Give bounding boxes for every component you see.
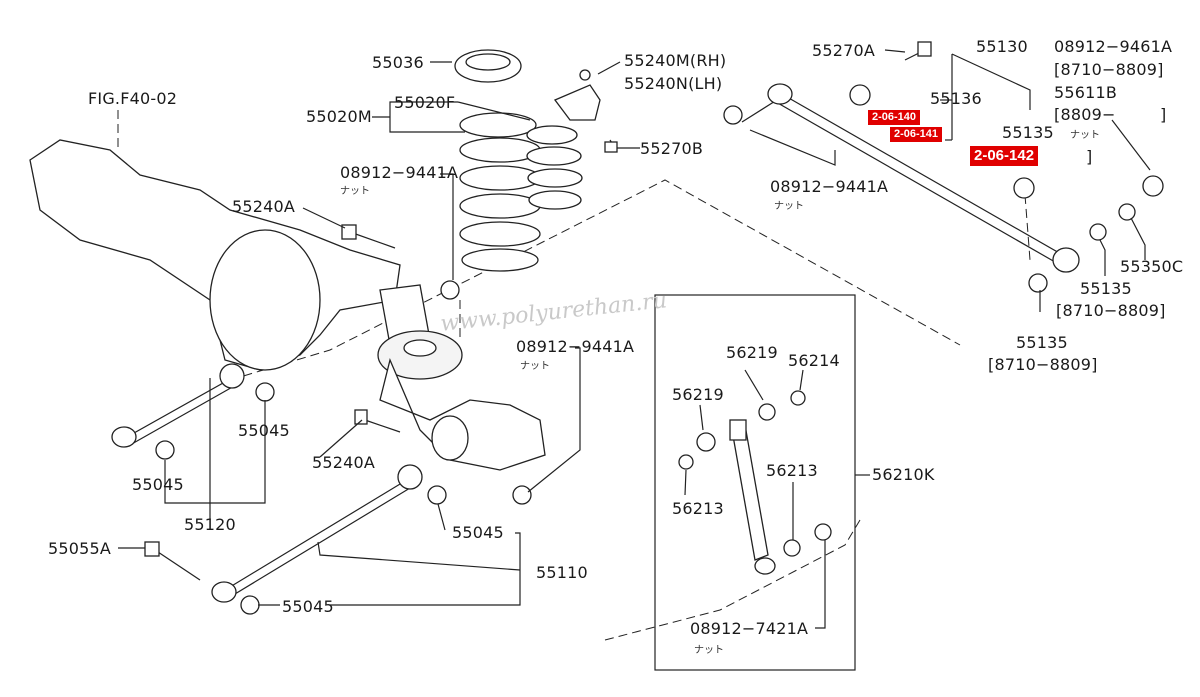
part-label-55240a-top[interactable]: 55240A — [232, 197, 296, 216]
coil-spring-small — [526, 125, 583, 210]
part-label-55045-c[interactable]: 55045 — [452, 523, 504, 542]
catalog-badge-2-06-140[interactable]: 2-06-140 — [868, 110, 921, 125]
part-label-55240n[interactable]: 55240N(LH) — [624, 74, 723, 93]
part-label-55611b[interactable]: 55611B — [1054, 83, 1118, 102]
part-label-56213-b[interactable]: 56213 — [672, 499, 724, 518]
nut-note: ナット — [694, 645, 724, 656]
part-label-55045-a[interactable]: 55045 — [238, 421, 290, 440]
part-label-56219-a[interactable]: 56219 — [726, 343, 778, 362]
part-label-56213-a[interactable]: 56213 — [766, 461, 818, 480]
part-label-56214[interactable]: 56214 — [788, 351, 840, 370]
part-label-55045-b[interactable]: 55045 — [132, 475, 184, 494]
part-label-55240a-bot[interactable]: 55240A — [312, 453, 376, 472]
part-label-55240m[interactable]: 55240M(RH) — [624, 51, 727, 70]
part-label-55135-bot[interactable]: 55135 — [1016, 333, 1068, 352]
part-label-55135-mid[interactable]: 55135 — [1080, 279, 1132, 298]
part-label-55020f[interactable]: 55020F — [394, 93, 456, 112]
nut-note: ナット — [1070, 130, 1100, 141]
part-label-55135-top[interactable]: 55135 — [1002, 123, 1054, 142]
part-label-bracket-close-bot: ] — [1086, 147, 1093, 166]
part-label-08912-7421a[interactable]: 08912−7421A — [690, 619, 809, 638]
part-label-08912-9461a[interactable]: 08912−9461A — [1054, 37, 1173, 56]
part-label-55045-d[interactable]: 55045 — [282, 597, 334, 616]
nut-note: ナット — [340, 186, 370, 197]
figure-reference[interactable]: FIG.F40-02 — [88, 89, 178, 108]
part-label-date-range-c[interactable]: [8710−8809] — [988, 355, 1098, 374]
part-label-55020m[interactable]: 55020M — [306, 107, 372, 126]
part-label-date-range-a[interactable]: [8710−8809] — [1054, 60, 1164, 79]
part-label-8809-open[interactable]: [8809− — [1054, 105, 1116, 124]
coil-spring-large — [459, 112, 541, 272]
part-label-55055a[interactable]: 55055A — [48, 539, 112, 558]
shock-absorber — [729, 419, 776, 575]
part-label-date-range-b[interactable]: [8710−8809] — [1056, 301, 1166, 320]
catalog-badge-2-06-142[interactable]: 2-06-142 — [970, 146, 1039, 166]
part-label-55136[interactable]: 55136 — [930, 89, 982, 108]
part-label-08912-9441a-mid[interactable]: 08912−9441A — [340, 163, 459, 182]
part-label-55130[interactable]: 55130 — [976, 37, 1028, 56]
nut-note: ナット — [774, 201, 804, 212]
part-label-55270a[interactable]: 55270A — [812, 41, 876, 60]
part-label-55270b[interactable]: 55270B — [640, 139, 704, 158]
part-label-08912-9441a-right[interactable]: 08912−9441A — [770, 177, 889, 196]
part-label-56210k[interactable]: 56210K — [872, 465, 935, 484]
catalog-badge-2-06-141[interactable]: 2-06-141 — [890, 127, 943, 142]
part-label-55036[interactable]: 55036 — [372, 53, 424, 72]
part-label-08912-9441a-low[interactable]: 08912−9441A — [516, 337, 635, 356]
part-label-55350c[interactable]: 55350C — [1120, 257, 1184, 276]
part-label-56219-b[interactable]: 56219 — [672, 385, 724, 404]
part-label-55120[interactable]: 55120 — [184, 515, 236, 534]
part-label-55110[interactable]: 55110 — [536, 563, 588, 582]
part-label-bracket-close-top: ] — [1160, 105, 1167, 124]
nut-note: ナット — [520, 361, 550, 372]
